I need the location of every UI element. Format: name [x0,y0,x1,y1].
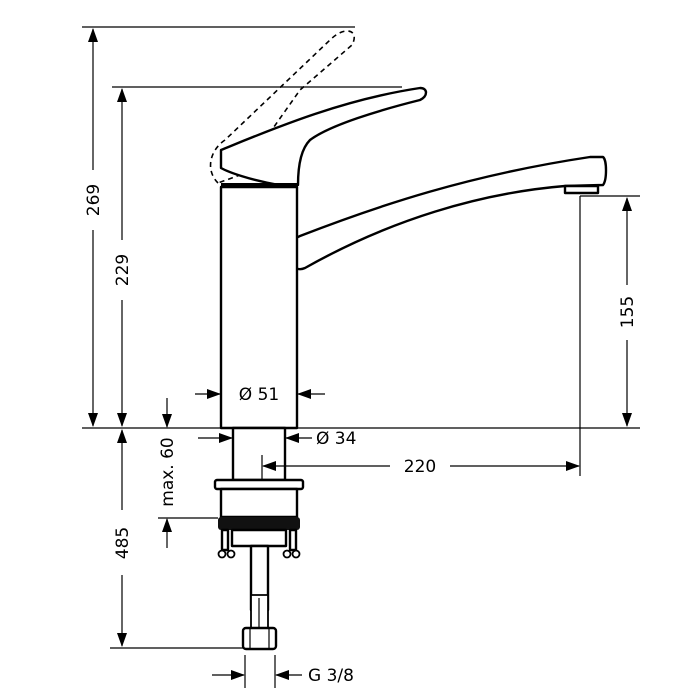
dim-thread: G 3/8 [308,666,354,686]
connection-nut [241,626,278,651]
shank [231,426,287,482]
gasket [218,517,300,530]
dim-220: 220 [404,457,436,477]
dim-229: 229 [113,254,133,286]
dim-shank-diameter: Ø 34 [316,429,356,449]
lever-joint [221,183,297,188]
reference-lines [82,26,640,649]
aerator [563,184,600,195]
fixing-ring [219,487,299,519]
faucet [209,30,608,430]
dim-485: 485 [113,527,133,559]
flange [213,478,305,491]
spout [287,155,608,271]
dim-269: 269 [84,184,104,216]
dim-max-60: max. 60 [158,437,178,506]
lever-handle [219,86,428,187]
dim-155: 155 [618,296,638,328]
dimension-lines [88,28,632,688]
dim-body-diameter: Ø 51 [239,385,279,405]
mounting-assembly [213,426,305,651]
fixing-plate [230,528,288,548]
lever-raised-outline [209,30,355,184]
